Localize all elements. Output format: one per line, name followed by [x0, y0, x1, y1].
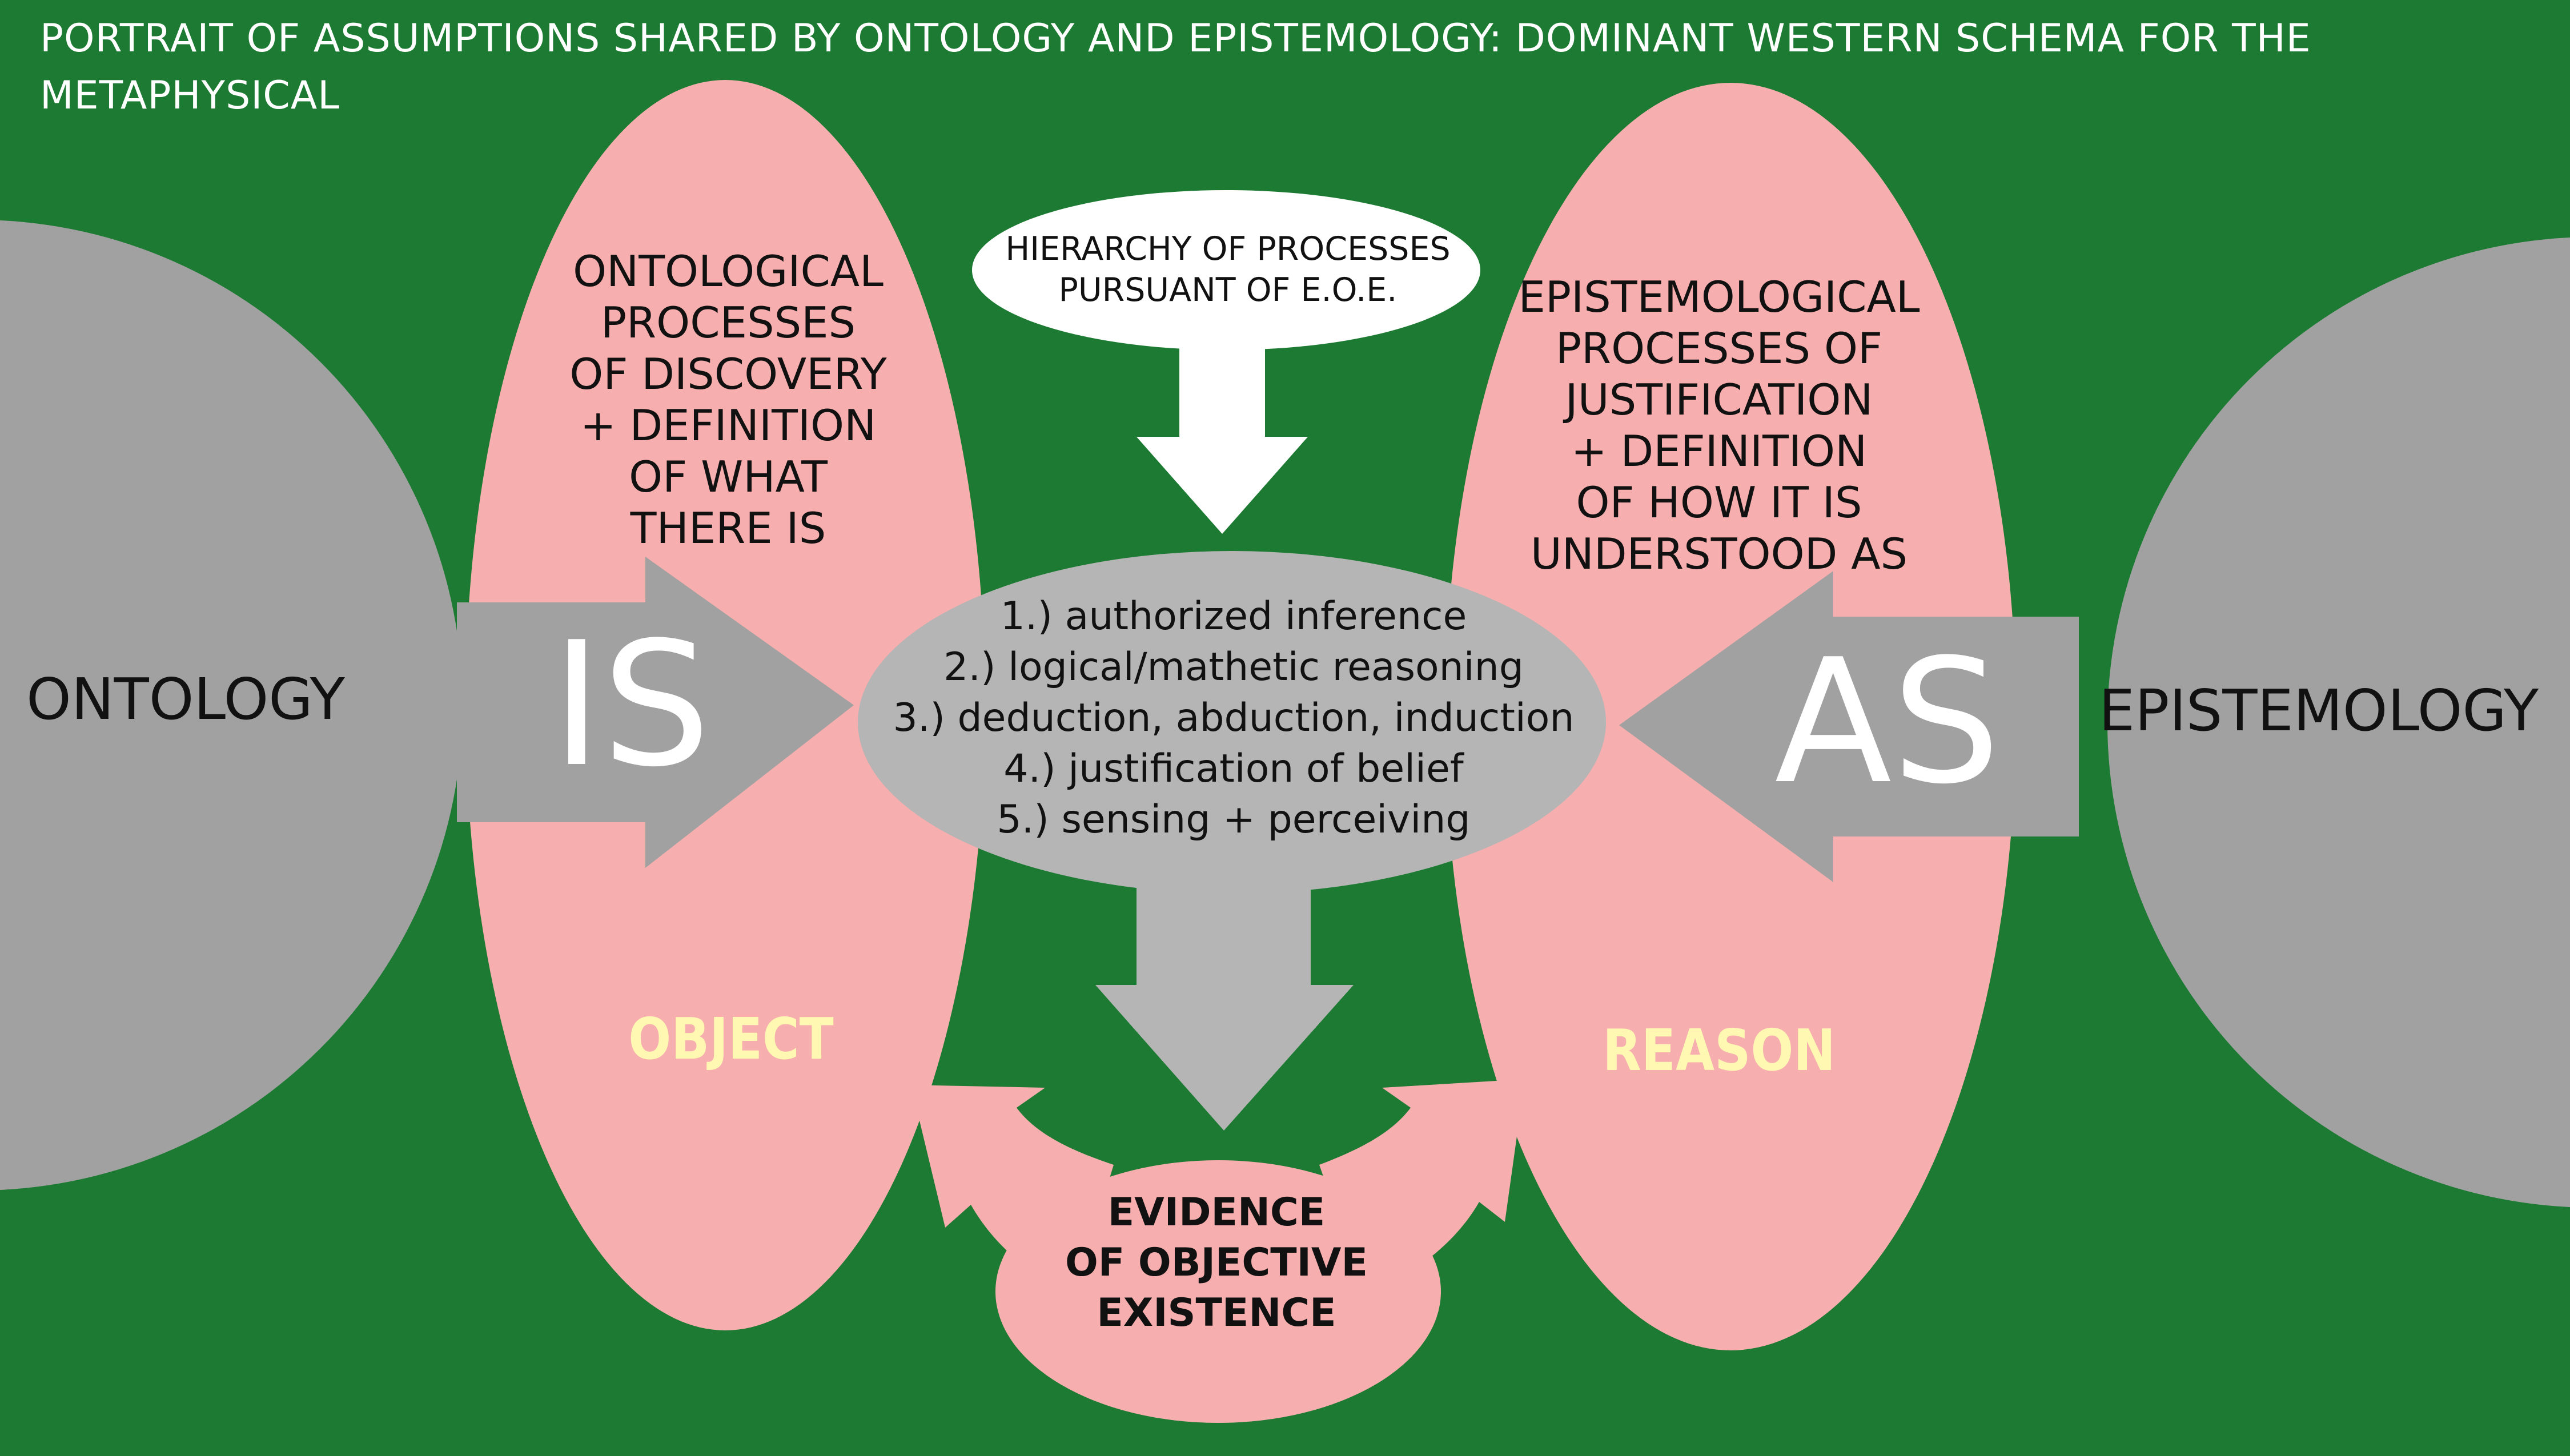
- epistemological-processes-line: OF HOW IT IS: [1576, 477, 1862, 528]
- ontological-processes-line: ONTOLOGICAL: [573, 246, 884, 296]
- ontological-processes-line: OF WHAT: [629, 452, 828, 502]
- center-down-arrow: [1095, 885, 1354, 1131]
- is-arrow: [457, 557, 854, 868]
- evidence-of-objective-existence: EVIDENCE OF OBJECTIVE EXISTENCE: [1017, 1188, 1416, 1338]
- callout-down-arrow: [1137, 337, 1308, 534]
- epistemological-processes-line: + DEFINITION: [1571, 426, 1868, 476]
- epistemological-processes-text: EPISTEMOLOGICAL PROCESSES OF JUSTIFICATI…: [1473, 271, 1965, 580]
- hierarchy-callout-bubble: [972, 190, 1480, 350]
- epistemological-processes-line: UNDERSTOOD AS: [1530, 529, 1908, 579]
- hierarchy-callout-text: HIERARCHY OF PROCESSES PURSUANT OF E.O.E…: [982, 228, 1473, 311]
- object-label: OBJECT: [628, 1005, 834, 1072]
- evidence-right-curved-arrow: [1319, 1079, 1525, 1296]
- evidence-ellipse: [995, 1160, 1441, 1423]
- ontological-processes-line: OF DISCOVERY: [569, 349, 887, 399]
- evidence-left-curved-arrow: [911, 1085, 1114, 1296]
- hierarchy-callout-line: HIERARCHY OF PROCESSES: [1005, 230, 1451, 268]
- epistemology-label: EPISTEMOLOGY: [2098, 677, 2539, 744]
- evidence-line: EVIDENCE: [1107, 1190, 1326, 1235]
- process-hierarchy-item: 5.) sensing + perceiving: [997, 797, 1471, 842]
- diagram-title: PORTRAIT OF ASSUMPTIONS SHARED BY ONTOLO…: [40, 16, 2311, 118]
- ontological-processes-line: PROCESSES: [600, 297, 856, 348]
- is-label: IS: [551, 605, 711, 805]
- evidence-line: EXISTENCE: [1097, 1290, 1336, 1336]
- process-hierarchy-ellipse: [858, 551, 1606, 894]
- epistemological-processes-line: JUSTIFICATION: [1565, 375, 1873, 425]
- epistemology-circle: [2107, 238, 2570, 1207]
- ontology-label: ONTOLOGY: [26, 666, 345, 733]
- ontological-processes-line: THERE IS: [630, 503, 826, 553]
- process-hierarchy-item: 4.) justification of belief: [1003, 746, 1464, 791]
- ontological-processes-line: + DEFINITION: [580, 400, 877, 451]
- evidence-line: OF OBJECTIVE: [1065, 1240, 1368, 1285]
- reason-label: REASON: [1603, 1017, 1836, 1084]
- process-hierarchy-list: 1.) authorized inference 2.) logical/mat…: [857, 591, 1611, 845]
- process-hierarchy-item: 1.) authorized inference: [1000, 594, 1467, 639]
- process-hierarchy-item: 3.) deduction, abduction, induction: [893, 695, 1575, 741]
- as-label: AS: [1774, 622, 2001, 822]
- ontological-processes-text: ONTOLOGICAL PROCESSES OF DISCOVERY + DEF…: [514, 246, 942, 554]
- ontology-circle: [0, 220, 463, 1190]
- epistemological-processes-line: EPISTEMOLOGICAL: [1518, 272, 1920, 322]
- hierarchy-callout-line: PURSUANT OF E.O.E.: [1058, 271, 1398, 309]
- process-hierarchy-item: 2.) logical/mathetic reasoning: [943, 645, 1524, 690]
- as-arrow: [1619, 571, 2079, 882]
- epistemological-processes-line: PROCESSES OF: [1555, 323, 1883, 373]
